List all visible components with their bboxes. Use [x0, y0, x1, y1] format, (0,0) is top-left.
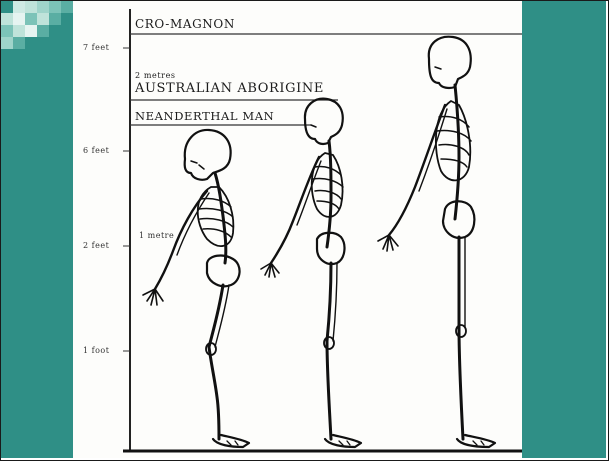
left-teal-band [1, 1, 73, 458]
label-neanderthal-man: NEANDERTHAL MAN [135, 109, 274, 123]
cro-magnon-skeleton [378, 37, 495, 447]
label-australian-aborigine: AUSTRALIAN ABORIGINE [135, 81, 324, 96]
corner-mosaic-decoration [1, 1, 73, 49]
scale-label-2-feet: 2 feet [83, 241, 109, 250]
aborigine-skeleton [261, 99, 361, 447]
label-cro-magnon: CRO-MAGNON [135, 17, 235, 31]
skeleton-comparison-figure: CRO-MAGNON 2 metres AUSTRALIAN ABORIGINE… [73, 1, 522, 458]
right-teal-band [522, 1, 606, 458]
scale-ticks [123, 48, 130, 351]
label-two-metres: 2 metres [135, 71, 176, 80]
scale-label-7-feet: 7 feet [83, 43, 109, 52]
scale-label-1-metre: 1 metre [139, 231, 174, 240]
scale-label-6-feet: 6 feet [83, 146, 109, 155]
neanderthal-skeleton [143, 130, 249, 447]
scale-label-1-foot: 1 foot [83, 346, 109, 355]
